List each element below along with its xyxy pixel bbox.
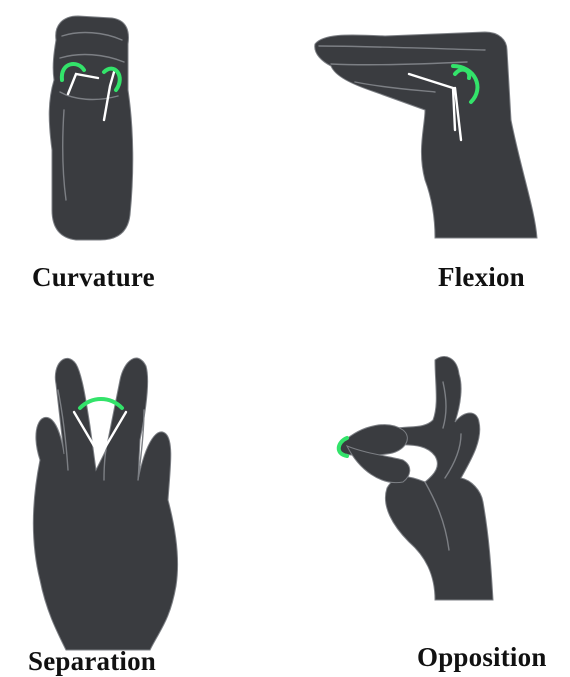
bent-knuckle-hand-icon <box>285 0 570 300</box>
caption-separation: Separation <box>28 646 156 677</box>
caption-curvature: Curvature <box>32 262 155 293</box>
hand-shape <box>49 16 133 240</box>
hand-shape <box>315 32 537 238</box>
caption-flexion: Flexion <box>438 262 525 293</box>
opposition-panel: Opposition <box>285 330 570 675</box>
separation-panel: Separation <box>0 330 285 675</box>
curvature-panel: Curvature <box>0 0 285 300</box>
pinch-hand-icon <box>285 330 570 675</box>
hand-shape <box>339 425 408 456</box>
caption-opposition: Opposition <box>417 642 547 673</box>
curled-fingers-hand-icon <box>0 0 285 300</box>
flexion-panel: Flexion <box>285 0 570 300</box>
hand-shape <box>33 358 177 650</box>
